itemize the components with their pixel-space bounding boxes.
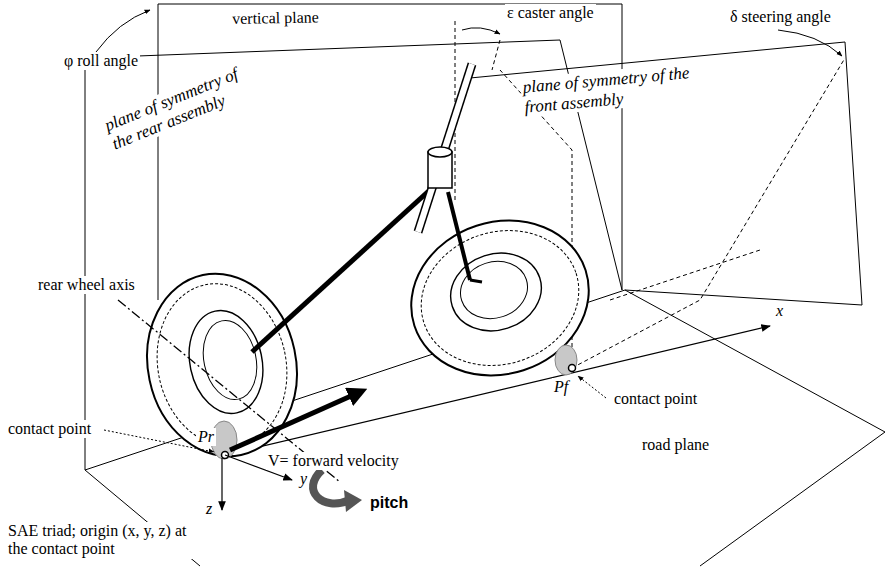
- rear-wheel: [130, 260, 313, 471]
- axis-label: z: [204, 500, 214, 518]
- point-label: Pr: [196, 428, 216, 446]
- velocity-label: V= forward velocity: [266, 452, 401, 470]
- plane-name: plane of symmetry of the front assembly: [520, 63, 697, 117]
- axis-label: rear wheel axis: [36, 276, 137, 294]
- axis-label: y: [298, 470, 309, 488]
- callout-label: contact point: [612, 390, 699, 408]
- plane-name: road plane: [640, 436, 711, 454]
- angle-label: ε caster angle: [505, 4, 596, 22]
- frame: [252, 64, 482, 352]
- reference-planes: [85, 4, 885, 566]
- angle-label: δ steering angle: [728, 8, 833, 26]
- plane-name: plane of symmetry of the rear assembly: [100, 60, 257, 154]
- point-label: Pf: [552, 378, 570, 396]
- plane-name: vertical plane: [230, 8, 321, 28]
- rotation-label: pitch: [368, 494, 410, 512]
- note-label: SAE triad; origin (x, y, z) at the conta…: [6, 522, 210, 559]
- angle-label: φ roll angle: [62, 52, 140, 70]
- axis-label: x: [774, 302, 785, 320]
- callout-label: contact point: [6, 420, 93, 438]
